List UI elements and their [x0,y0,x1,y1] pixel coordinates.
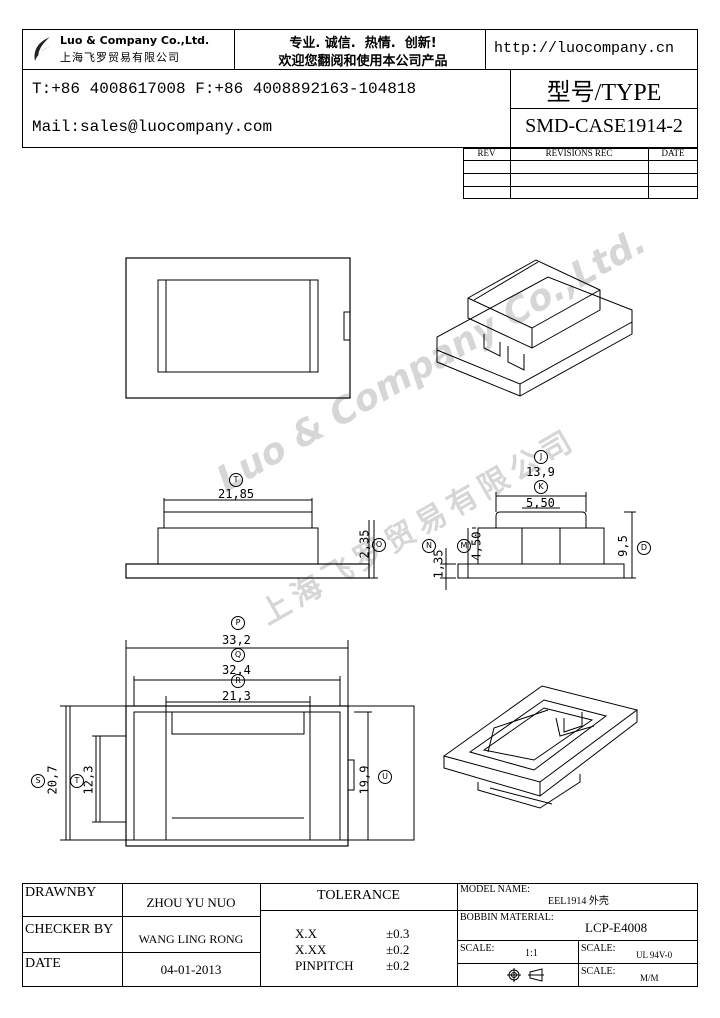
footer-block [22,883,698,987]
dim-code-bottom-q: Q [231,648,245,662]
company-logo [30,34,56,64]
revisions-col-line [510,148,511,199]
divider [578,940,579,987]
slogan-line2: 欢迎您翻阅和使用本公司产品 [278,54,448,69]
scale2-label: SCALE: [581,943,616,954]
dim-code-bottom-s: S [31,774,45,788]
revisions-row-line [463,186,698,187]
website-link[interactable]: http://luocompany.cn [494,40,675,57]
checker-value: WANG LING RONG [138,932,244,946]
divider [122,883,123,987]
dim-code-front-height: O [372,538,386,552]
side-view [440,492,636,590]
date-value: 04-01-2013 [160,962,222,977]
title-block [22,29,698,148]
tolerance-label: TOLERANCE [317,888,400,903]
dim-bottom-u: 19,9 [357,765,372,795]
dim-code-bottom-t: T [70,774,84,788]
company-name-en: Luo & Company Co.,Ltd. [60,34,210,47]
tolerance-1-name: X.X [295,926,318,941]
phone-fax: T:+86 4008617008 F:+86 4008892163-104818 [32,80,417,98]
scale-label: SCALE: [460,943,495,954]
model-value: EEL1914 外壳 [548,896,609,907]
checker-label: CHECKER BY [25,922,114,937]
type-value: SMD-CASE1914-2 [525,115,683,137]
divider [457,963,698,964]
divider [457,910,698,911]
divider [22,69,698,70]
divider [457,940,698,941]
dim-code-bottom-r: R [231,674,245,688]
dim-bottom-t: 12,3 [81,765,96,795]
tolerance-1-value: ±0.3 [386,926,410,941]
divider [22,952,260,953]
bobbin-value: LCP-E4008 [585,920,648,935]
type-label: 型号/TYPE [546,80,662,106]
revisions-header-date: DATE [661,148,685,158]
tolerance-3-name: PINPITCH [295,958,354,973]
model-label: MODEL NAME: [460,884,530,895]
tolerance-3-value: ±0.2 [386,958,410,973]
dim-code-bottom-p: P [231,616,245,630]
scale3-label: SCALE: [581,966,616,977]
dim-front-width: 21,85 [218,487,255,501]
revisions-col-line [648,148,649,199]
divider [260,883,261,987]
dim-code-side-total: D [637,541,651,555]
company-name-cn: 上海飞罗贸易有限公司 [60,51,180,64]
dim-side-inner: 5,50 [526,496,555,510]
dim-code-side-inner: K [534,480,548,494]
revisions-header-rev: REV [477,148,496,158]
divider [485,29,486,70]
dim-code-side-h1: N [422,539,436,553]
bobbin-label: BOBBIN MATERIAL: [460,912,554,923]
dim-side-h1: 1,35 [431,549,446,579]
front-view [125,498,378,579]
dim-code-bottom-u: U [378,770,392,784]
projection-symbol [506,967,546,983]
scale-value: 1:1 [525,948,538,959]
dim-side-width: 13,9 [526,465,555,479]
dim-code-side-h2: M [457,539,471,553]
revisions-row-line [463,160,698,161]
email[interactable]: Mail:sales@luocompany.com [32,118,273,136]
divider [510,108,698,109]
scale2-value: UL 94V-0 [636,950,673,960]
divider [260,910,457,911]
dim-side-h2: 4,50 [469,531,484,561]
dim-bottom-s: 20,7 [45,765,60,795]
tolerance-2-name: X.XX [295,942,327,957]
logo-swoosh-icon [34,37,52,61]
dim-code-front-width: T [229,473,243,487]
drawnby-value: ZHOU YU NUO [146,895,236,910]
divider [22,916,260,917]
dim-front-height: 2,35 [357,529,372,559]
top-view [125,257,351,399]
slogan-line1: 专业. 诚信. 热情. 创新! [289,36,437,51]
revisions-row-line [463,173,698,174]
dim-bottom-q: 32,4 [222,663,251,677]
divider [457,883,458,987]
revisions-header-rec: REVISIONS REC [545,148,613,158]
drawnby-label: DRAWNBY [25,885,97,900]
divider [234,29,235,70]
date-label: DATE [25,956,61,971]
tolerance-2-value: ±0.2 [386,942,410,957]
dim-side-total: 9,5 [615,535,630,557]
dim-bottom-r: 21,3 [222,689,251,703]
dim-bottom-p: 33,2 [222,633,251,647]
dim-code-side-width: J [534,450,548,464]
isometric-top-view [436,259,633,397]
third-angle-projection-icon [507,968,544,982]
isometric-bottom-view [442,685,639,809]
scale3-value: M/M [640,973,659,983]
